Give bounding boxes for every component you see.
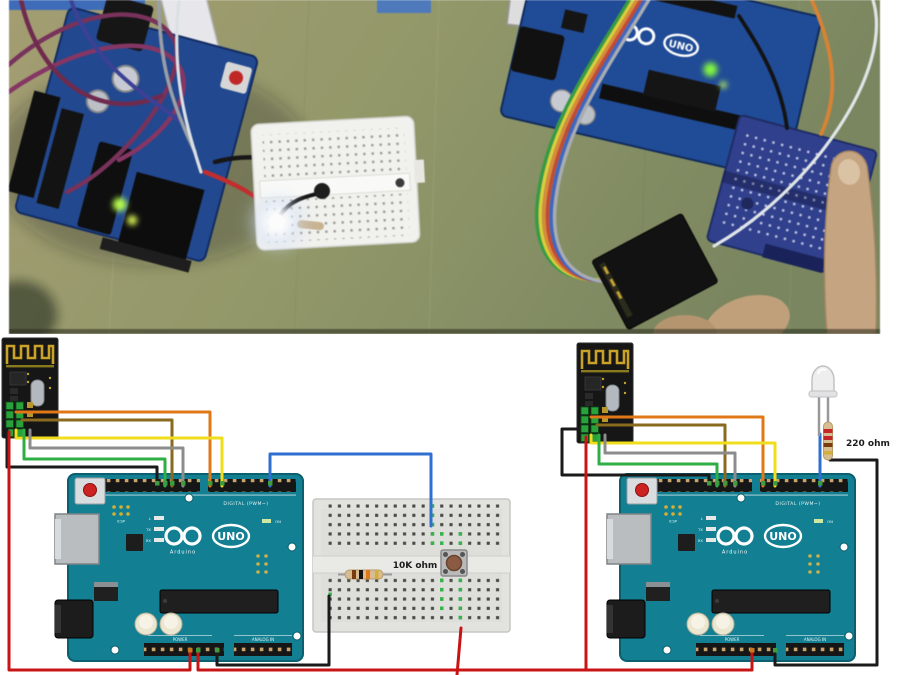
wire-black-right <box>560 427 711 488</box>
diagram-transmitter: 10K ohm <box>0 336 588 675</box>
header-socket <box>36 108 84 209</box>
header-socket <box>599 83 771 137</box>
resistor-photo <box>297 220 324 231</box>
black-jumper-right <box>737 14 789 130</box>
white-wire-loop <box>712 0 879 248</box>
fingernail <box>837 159 861 185</box>
wire-yellow-right <box>589 433 777 488</box>
edge-device-top-left <box>9 0 145 10</box>
barrel-jack <box>510 26 565 81</box>
jumper-wires-magenta <box>9 0 203 195</box>
wire-orange-right <box>589 415 765 488</box>
wire-orange-left <box>14 410 212 488</box>
resistor-10k <box>338 569 392 580</box>
uno-silkscreen-photo: UNO <box>620 23 700 58</box>
breadboard-contacts-green <box>328 504 463 620</box>
atmega-chip <box>77 141 133 235</box>
breadboard-tab <box>413 159 425 184</box>
edge-device-top-mid <box>377 0 431 13</box>
status-led-green <box>703 62 718 77</box>
black-module <box>117 171 205 262</box>
status-led-green <box>112 197 127 212</box>
atmega-chip <box>642 69 721 112</box>
resistor-label-10k: 10K ohm <box>393 561 438 571</box>
uno-text-photo: UNO <box>667 39 694 55</box>
corner-shadow <box>9 281 57 334</box>
wire-brown-right <box>595 423 727 488</box>
wire-gray-left <box>28 428 185 488</box>
led-icon <box>808 365 838 436</box>
arduino-board-right <box>605 472 857 663</box>
header-socket <box>9 90 61 198</box>
wire-yellow-left <box>14 428 224 488</box>
wire-green-left <box>22 428 167 488</box>
wire-red-breadboard <box>455 626 463 675</box>
breadboard-left <box>312 498 511 633</box>
pin-row <box>99 237 192 273</box>
white-led-core <box>269 214 285 230</box>
header-socket <box>586 0 738 19</box>
wire-gray-right <box>603 433 737 488</box>
push-button <box>440 549 468 577</box>
status-led-green <box>719 81 727 89</box>
hand-fingers <box>653 150 878 334</box>
wire-red-left <box>7 430 192 672</box>
resistor-220 <box>823 421 833 461</box>
barrel-jack <box>96 0 154 52</box>
rainbow-ribbon-cable <box>534 0 651 284</box>
wire-black-led-ground <box>773 458 879 667</box>
wire-red-right <box>584 435 754 672</box>
small-chip <box>560 9 588 34</box>
photo-bottom-edge <box>9 329 880 334</box>
photo-nrf-module <box>592 213 718 330</box>
arduino-board-left <box>53 472 305 663</box>
diagram-receiver: 220 ohm <box>560 341 890 672</box>
wire-black-left <box>5 428 159 488</box>
wire-brown-left <box>20 418 174 488</box>
orange-jumper-right <box>809 0 835 136</box>
wire-black-ground-left <box>215 594 331 667</box>
status-led-green <box>127 215 138 226</box>
push-button-photo <box>314 183 330 199</box>
wiring-diagrams: DIGITAL (PWM~) ICSP L TX RX <box>0 334 900 675</box>
project-photo: UNO <box>9 0 880 334</box>
header-connection-pads <box>155 481 823 653</box>
nrf-module-right <box>575 341 635 445</box>
nrf-module-left <box>0 336 60 440</box>
wire-blue-left <box>268 452 433 528</box>
resistor-label-220: 220 ohm <box>846 439 890 449</box>
wire-green-right <box>597 433 719 488</box>
